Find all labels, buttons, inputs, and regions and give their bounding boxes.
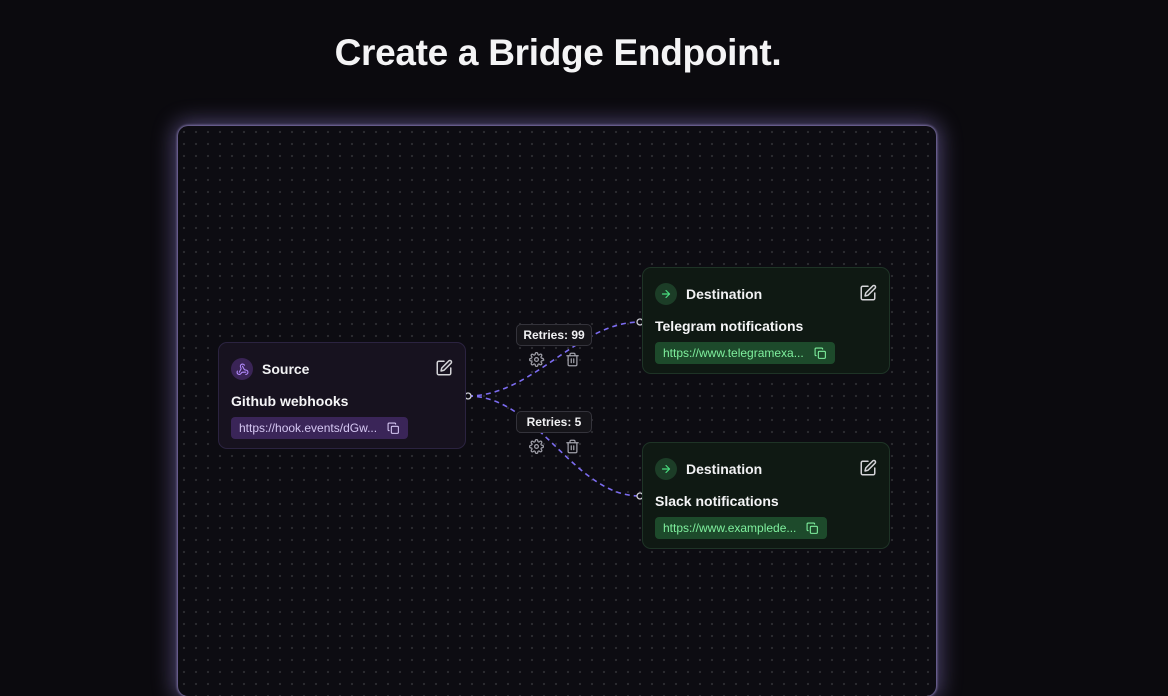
source-type-label: Source: [262, 361, 310, 377]
source-url-chip[interactable]: https://hook.events/dGw...: [231, 417, 409, 439]
copy-icon[interactable]: [387, 422, 400, 435]
webhook-icon: [231, 358, 253, 380]
edit-icon[interactable]: [859, 459, 877, 477]
destination-url-chip[interactable]: https://www.exampledе...: [655, 517, 828, 539]
connection-telegram-controls: Retries: 99: [516, 324, 592, 368]
destination-url-chip[interactable]: https://www.telegramexa...: [655, 342, 835, 364]
edit-icon[interactable]: [859, 284, 877, 302]
destination-name: Slack notifications: [655, 493, 779, 509]
copy-icon[interactable]: [814, 347, 827, 360]
destination-node-slack[interactable]: Destination Slack notifications https://…: [642, 442, 890, 549]
connection-slack-controls: Retries: 5: [516, 411, 592, 455]
destination-type-label: Destination: [686, 286, 763, 302]
copy-icon[interactable]: [806, 522, 819, 535]
settings-gear-icon[interactable]: [527, 350, 545, 368]
retries-badge[interactable]: Retries: 99: [516, 324, 592, 346]
trash-icon[interactable]: [563, 350, 581, 368]
source-node[interactable]: Source Github webhooks https://hook.even…: [218, 342, 466, 449]
source-name: Github webhooks: [231, 393, 349, 409]
arrow-right-icon: [655, 458, 677, 480]
source-url: https://hook.events/dGw...: [239, 421, 378, 435]
destination-name: Telegram notifications: [655, 318, 804, 334]
retries-badge[interactable]: Retries: 5: [516, 411, 592, 433]
arrow-right-icon: [655, 283, 677, 305]
destination-url: https://www.exampledе...: [663, 521, 797, 535]
destination-type-label: Destination: [686, 461, 763, 477]
edit-icon[interactable]: [435, 359, 453, 377]
destination-url: https://www.telegramexa...: [663, 346, 804, 360]
destination-node-telegram[interactable]: Destination Telegram notifications https…: [642, 267, 890, 374]
flow-canvas[interactable]: Source Github webhooks https://hook.even…: [178, 126, 936, 696]
page-title: Create a Bridge Endpoint.: [334, 32, 782, 73]
trash-icon[interactable]: [563, 437, 581, 455]
settings-gear-icon[interactable]: [527, 437, 545, 455]
